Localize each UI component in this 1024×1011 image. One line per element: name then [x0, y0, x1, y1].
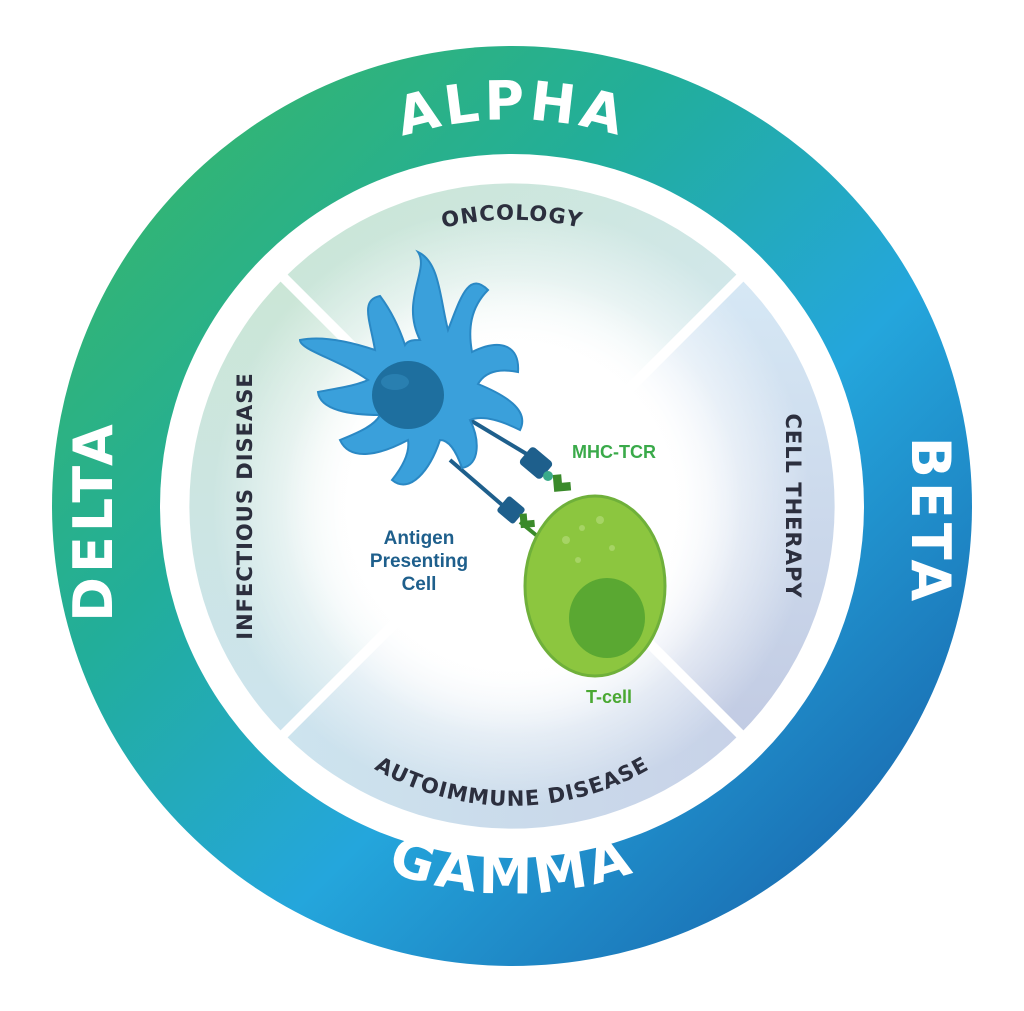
mhc-receptor-icon — [497, 447, 553, 524]
sector-label-infectious: INFECTIOUS DISEASE — [233, 372, 257, 639]
tcr-receptor-icon — [519, 474, 572, 529]
apc-nucleus-shine — [381, 374, 409, 390]
t-cell-icon — [523, 494, 667, 678]
mhc-tcr-label: MHC-TCR — [572, 442, 656, 462]
t-cell-label: T-cell — [586, 687, 632, 707]
sector-label-cell-therapy: CELL THERAPY — [781, 413, 805, 598]
apc-label-line1: Antigen — [384, 528, 455, 549]
stalk-lower — [448, 458, 510, 512]
apc-label-line2: Presenting — [370, 551, 468, 572]
ring-label-beta: BETA — [899, 437, 962, 605]
apc-nucleus — [372, 361, 444, 429]
t-cell-nucleus — [569, 578, 645, 658]
apc-label-line3: Cell — [402, 574, 437, 595]
ring-label-delta: DELTA — [62, 420, 125, 622]
apc-cell-icon — [298, 249, 524, 486]
